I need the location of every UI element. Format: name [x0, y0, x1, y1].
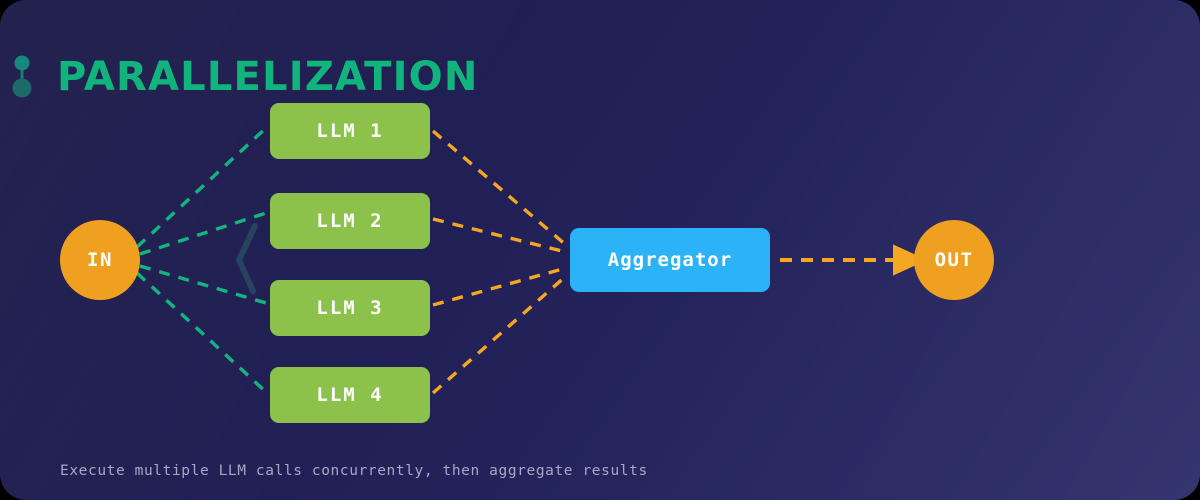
node-llm-4[interactable]: LLM 4: [270, 367, 430, 423]
node-input[interactable]: IN: [60, 220, 140, 300]
edge-llm4-to-aggregator: [431, 274, 568, 395]
fan-in-edges: [431, 129, 568, 395]
node-aggregator[interactable]: Aggregator: [570, 228, 770, 292]
edge-in-to-llm4: [135, 271, 268, 394]
diagram-caption: Execute multiple LLM calls concurrently,…: [60, 463, 648, 479]
edge-in-to-llm1: [135, 126, 268, 249]
edge-llm2-to-aggregator: [432, 217, 567, 254]
node-llm-3[interactable]: LLM 3: [270, 280, 430, 336]
node-llm-2[interactable]: LLM 2: [270, 193, 430, 249]
node-link-decor-icon: [12, 55, 32, 98]
chevron-decor-icon: [236, 223, 258, 294]
edge-in-to-llm3: [139, 264, 267, 305]
edge-llm1-to-aggregator: [431, 129, 568, 247]
node-llm-1[interactable]: LLM 1: [270, 103, 430, 159]
edge-in-to-llm2: [139, 211, 267, 256]
edge-llm3-to-aggregator: [432, 266, 567, 307]
page-title: PARALLELIZATION: [57, 53, 479, 100]
fan-out-edges: [135, 126, 268, 394]
node-output[interactable]: OUT: [914, 220, 994, 300]
